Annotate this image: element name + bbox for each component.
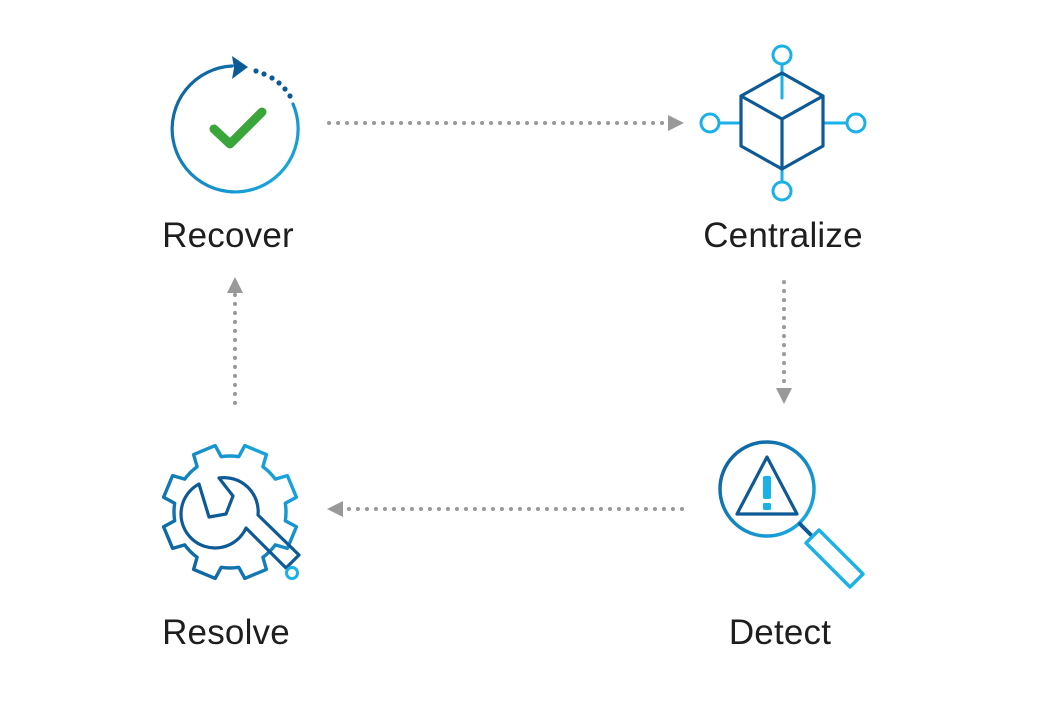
arrow-centralize-to-detect xyxy=(776,280,792,404)
gear-wrench-icon xyxy=(161,443,301,581)
arrow-resolve-to-recover xyxy=(227,277,243,405)
node-label-detect: Detect xyxy=(728,613,832,652)
arrow-detect-to-resolve xyxy=(327,501,684,517)
magnifier-alert-icon xyxy=(718,440,865,589)
node-label-resolve: Resolve xyxy=(162,613,290,652)
cube-network-icon xyxy=(699,44,867,202)
arrow-recover-to-centralize xyxy=(327,115,684,131)
node-label-recover: Recover xyxy=(162,216,294,255)
node-label-centralize: Centralize xyxy=(703,216,863,255)
refresh-check-icon xyxy=(170,56,300,194)
